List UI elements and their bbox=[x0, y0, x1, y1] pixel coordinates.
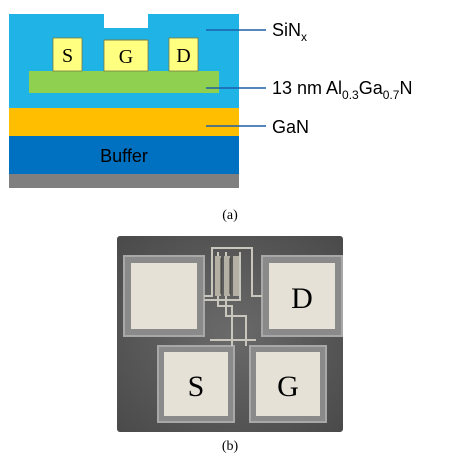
algan-barrier-layer bbox=[29, 71, 219, 93]
buffer-label: Buffer bbox=[100, 146, 148, 166]
panel-a-cross-section: S G D Buffer SiNx 13 nm Al0.3Ga0.7N GaN … bbox=[9, 14, 412, 223]
drain-contact bbox=[168, 37, 199, 72]
drain-label: D bbox=[176, 45, 190, 67]
transistor-fingers bbox=[215, 256, 239, 296]
buffer-layer bbox=[9, 136, 239, 174]
source-label: S bbox=[62, 45, 73, 67]
drain-pad bbox=[269, 263, 335, 329]
panel-b-micrograph: D S G (b) bbox=[117, 236, 343, 454]
source-contact bbox=[52, 37, 83, 72]
drain-pad-label: D bbox=[291, 282, 313, 315]
gate-pad bbox=[256, 352, 320, 416]
probe-pad-unlabeled bbox=[131, 263, 197, 329]
caption-b: (b) bbox=[222, 439, 239, 454]
gate-pad-label: G bbox=[277, 370, 299, 403]
sinx-label: SiNx bbox=[272, 20, 307, 44]
gate-label: G bbox=[119, 46, 133, 68]
gan-layer bbox=[9, 108, 239, 136]
gan-label: GaN bbox=[272, 117, 309, 137]
substrate-layer bbox=[9, 174, 239, 188]
barrier-label: 13 nm Al0.3Ga0.7N bbox=[272, 78, 412, 102]
caption-a: (a) bbox=[222, 208, 238, 223]
source-pad-label: S bbox=[188, 370, 205, 403]
source-pad bbox=[164, 352, 228, 416]
